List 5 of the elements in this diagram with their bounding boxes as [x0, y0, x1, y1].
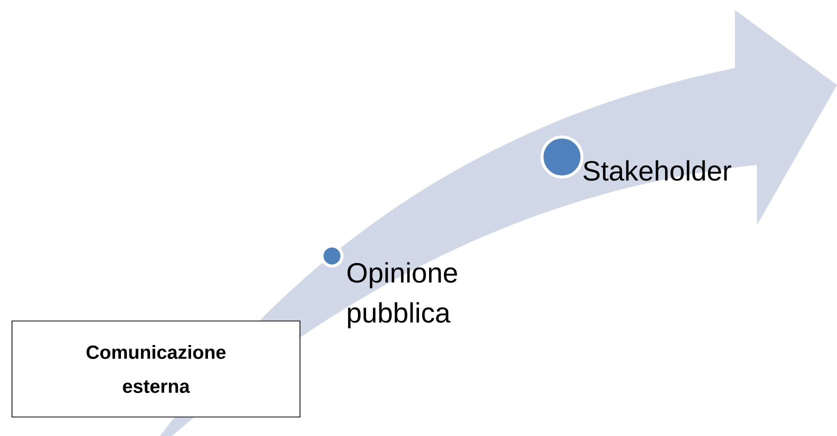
text-box: Comunicazione esterna: [12, 320, 300, 418]
bullet-label: Stakeholder: [583, 160, 732, 181]
bullet-label: Opinione pubblica: [348, 262, 458, 328]
bullet-circle: [320, 244, 344, 268]
bullet-circle: [540, 136, 584, 178]
